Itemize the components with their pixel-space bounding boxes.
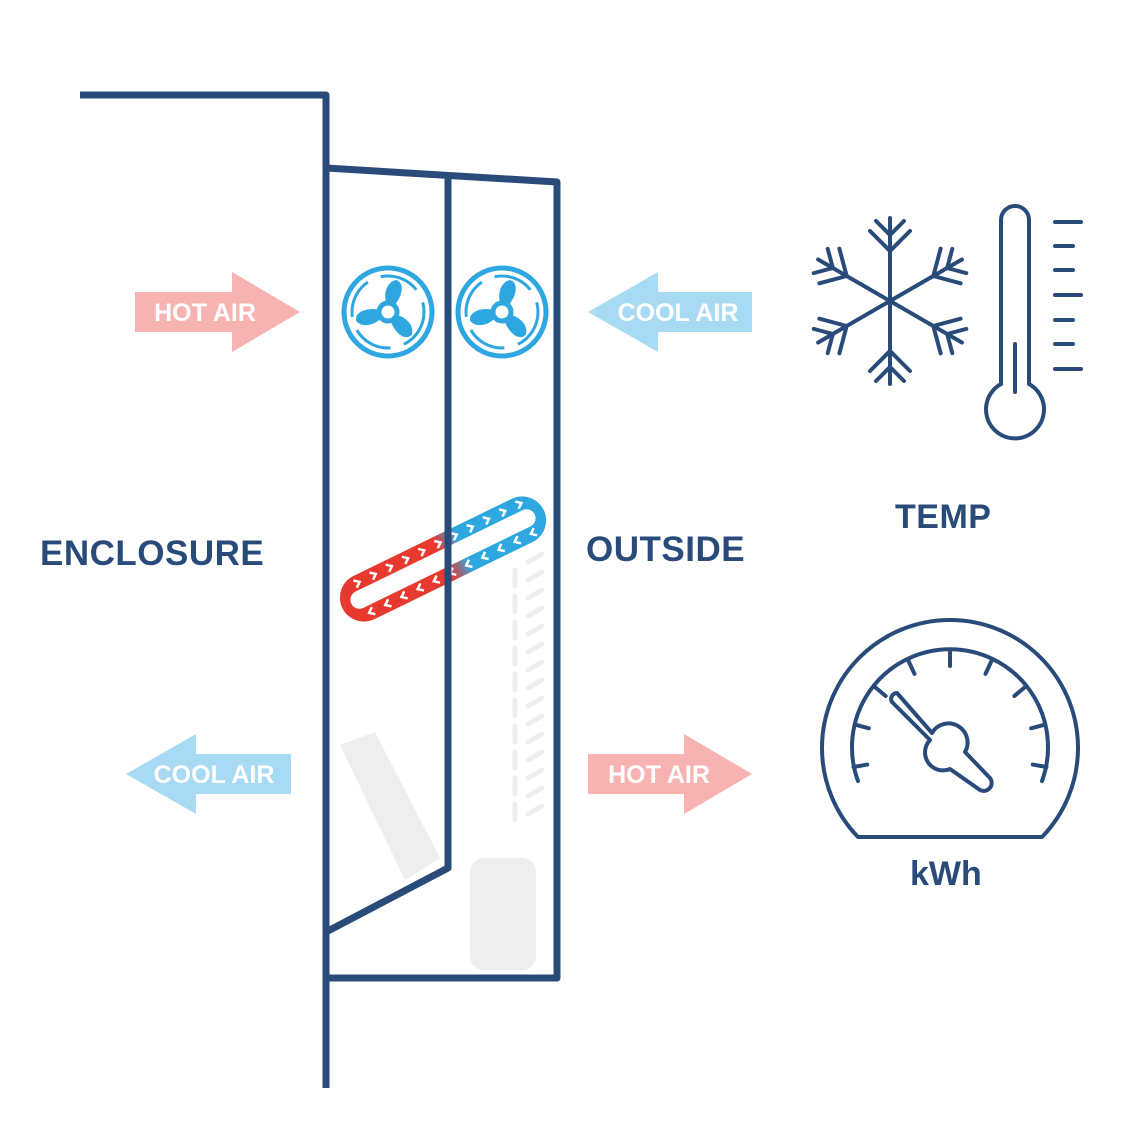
- cool-air-out-label: COOL AIR: [154, 761, 275, 789]
- cool-air-arrow-out: COOL AIR: [126, 734, 291, 814]
- thermometer-icon: [984, 204, 1083, 441]
- heat-pipe-icon: [339, 496, 547, 622]
- cool-air-in-label: COOL AIR: [618, 299, 739, 327]
- cool-air-arrow-in: COOL AIR: [588, 272, 752, 352]
- hot-air-arrow-out: HOT AIR: [588, 734, 752, 814]
- gauge-icon: [820, 618, 1080, 839]
- hot-air-arrow-in: HOT AIR: [135, 272, 300, 352]
- outer-housing: [325, 164, 561, 982]
- ghost-canister: [470, 858, 536, 970]
- ghost-fins: [512, 551, 545, 823]
- hot-air-out-label: HOT AIR: [608, 761, 710, 789]
- outside-label: OUTSIDE: [586, 530, 746, 569]
- ghost-bracket: [340, 732, 440, 880]
- ghost-shapes: [340, 551, 545, 970]
- snowflake-icon: [806, 216, 974, 386]
- temp-label: TEMP: [895, 498, 992, 536]
- wall-line: [80, 91, 330, 1088]
- kwh-label: kWh: [910, 855, 982, 893]
- fan-icon: [458, 268, 546, 356]
- hot-air-in-label: HOT AIR: [154, 299, 256, 327]
- enclosure-label: ENCLOSURE: [40, 534, 265, 573]
- fan-icon: [344, 268, 432, 356]
- gauge-needle: [889, 691, 994, 793]
